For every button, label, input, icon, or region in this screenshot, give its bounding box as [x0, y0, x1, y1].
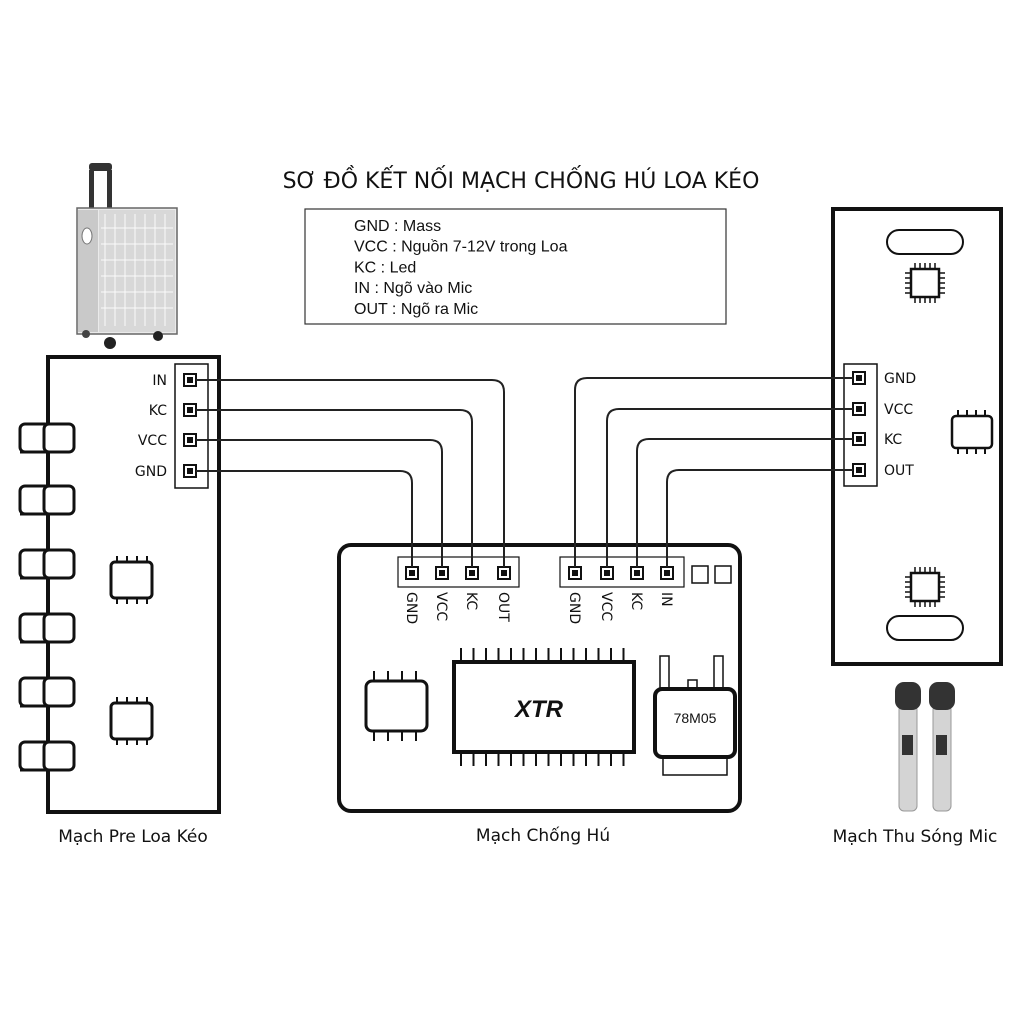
- anti-howl-left-pin-vcc: [435, 566, 449, 580]
- knob-tab-5: [18, 676, 76, 708]
- diagram-title: SƠ ĐỒ KẾT NỐI MẠCH CHỐNG HÚ LOA KÉO: [283, 165, 760, 194]
- legend-row-vcc: VCC : Nguồn 7-12V trong Loa: [354, 239, 568, 256]
- knob-tabs: [18, 422, 76, 772]
- regulator-label: 78M05: [674, 710, 717, 726]
- qfp-chip-top: [905, 263, 945, 303]
- pre-pin-label-in: IN: [152, 373, 167, 389]
- legend-row-gnd: GND : Mass: [354, 218, 441, 235]
- anti-howl-right-pin-label-kc: KC: [628, 592, 644, 610]
- anti-howl-left-pin-label-gnd: GND: [403, 592, 419, 624]
- receiver-pin-vcc: [852, 402, 866, 416]
- ic-chip-top: [109, 556, 154, 604]
- pre-board-caption: Mạch Pre Loa Kéo: [58, 827, 208, 847]
- anti-howl-left-pin-out: [497, 566, 511, 580]
- receiver-pin-label-kc: KC: [884, 432, 902, 448]
- anti-howl-right-pin-label-gnd: GND: [566, 592, 582, 624]
- solder-pad-1: [691, 565, 709, 584]
- pre-pin-vcc: [183, 433, 197, 447]
- anti-howl-right-pin-gnd: [568, 566, 582, 580]
- knob-tab-1: [18, 422, 76, 454]
- receiver-pin-label-vcc: VCC: [884, 402, 913, 418]
- ic-chip-bottom: [109, 697, 154, 745]
- pre-pin-label-gnd: GND: [135, 464, 167, 480]
- mount-slot-top: [886, 229, 964, 255]
- receiver-ic-chip: [950, 410, 994, 454]
- knob-tab-2: [18, 484, 76, 516]
- anti-howl-right-pin-kc: [630, 566, 644, 580]
- wire-rx-vcc-to-vcc: [606, 408, 853, 567]
- pre-pin-label-vcc: VCC: [138, 433, 167, 449]
- knob-tab-6: [18, 740, 76, 772]
- pre-pin-gnd: [183, 464, 197, 478]
- anti-howl-right-pin-label-in: IN: [658, 592, 674, 607]
- receiver-board-caption: Mạch Thu Sóng Mic: [833, 827, 998, 847]
- connection-wires: [196, 377, 853, 567]
- wire-pre-in-to-out: [196, 379, 505, 567]
- wireless-microphones-image: [895, 682, 955, 812]
- qfp-chip-bottom: [905, 567, 945, 607]
- receiver-pin-label-out: OUT: [884, 463, 914, 479]
- wire-rx-kc-to-kc: [636, 438, 853, 567]
- xtr-ic-chip: XTR: [452, 648, 636, 766]
- anti-howl-board: GND VCC KC OUT GND VCC KC IN XTR 78M05: [337, 543, 742, 813]
- wire-rx-out-to-in: [666, 469, 853, 567]
- anti-howl-right-pin-in: [660, 566, 674, 580]
- knob-tab-4: [18, 612, 76, 644]
- anti-howl-right-pin-vcc: [600, 566, 614, 580]
- pre-pin-label-kc: KC: [149, 403, 167, 419]
- wire-pre-gnd-to-gnd: [196, 470, 413, 567]
- legend-row-kc: KC : Led: [354, 259, 416, 276]
- pre-amp-board: IN KC VCC GND: [18, 355, 221, 814]
- solder-pad-2: [714, 565, 732, 584]
- anti-howl-caption: Mạch Chống Hú: [476, 825, 610, 846]
- voltage-regulator: 78M05: [653, 655, 737, 776]
- receiver-pin-kc: [852, 432, 866, 446]
- pre-pin-in: [183, 373, 197, 387]
- receiver-pin-out: [852, 463, 866, 477]
- anti-howl-left-pin-label-out: OUT: [495, 592, 511, 622]
- legend-row-in: IN : Ngõ vào Mic: [354, 280, 472, 297]
- knob-tab-3: [18, 548, 76, 580]
- wire-pre-vcc-to-vcc: [196, 439, 443, 567]
- wire-rx-gnd-to-gnd: [574, 377, 853, 567]
- trolley-speaker-image: [76, 163, 178, 349]
- anti-howl-left-pin-label-vcc: VCC: [433, 592, 449, 621]
- wire-pre-kc-to-kc: [196, 409, 473, 567]
- mount-slot-bottom: [886, 615, 964, 641]
- anti-howl-right-pin-label-vcc: VCC: [598, 592, 614, 621]
- receiver-pin-gnd: [852, 371, 866, 385]
- receiver-pin-label-gnd: GND: [884, 371, 916, 387]
- legend-row-out: OUT : Ngõ ra Mic: [354, 301, 478, 318]
- receiver-board: GND VCC KC OUT: [831, 207, 1003, 666]
- pre-pin-kc: [183, 403, 197, 417]
- small-ic-chip: [364, 671, 429, 741]
- anti-howl-left-pin-gnd: [405, 566, 419, 580]
- xtr-chip-label: XTR: [513, 696, 564, 723]
- anti-howl-left-pin-label-kc: KC: [463, 592, 479, 610]
- anti-howl-left-pin-kc: [465, 566, 479, 580]
